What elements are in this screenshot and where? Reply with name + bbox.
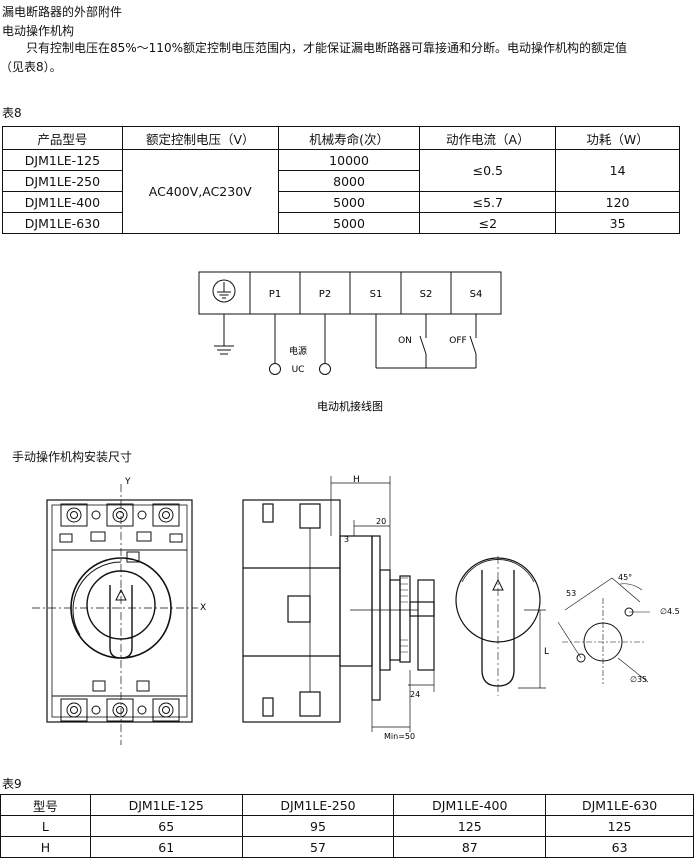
- terminal-circle: [269, 363, 281, 375]
- dim-53-label: 53: [566, 589, 576, 598]
- model-cell: DJM1LE-630: [2, 212, 123, 234]
- model-cell: DJM1LE-400: [2, 191, 123, 213]
- terminal-label: S1: [370, 289, 383, 300]
- terminal-circle: [319, 363, 331, 375]
- table8-header-cell: 额定控制电压（V）: [121, 126, 279, 150]
- table-row: H 61 57 87 63: [0, 836, 694, 858]
- dim-h-label: H: [353, 475, 360, 485]
- life-cell: 10000: [277, 149, 421, 171]
- table9-caption: 表9: [2, 777, 22, 791]
- model-cell: DJM1LE-125: [2, 149, 123, 171]
- hole-detail: [557, 577, 650, 684]
- table9-header-cell: DJM1LE-630: [545, 794, 694, 816]
- dim-20-label: 20: [376, 517, 386, 526]
- dim-min50-label: Min=50: [384, 732, 415, 741]
- uc-label: UC: [292, 365, 305, 375]
- table-cell: 95: [241, 815, 395, 837]
- off-switch-blade: [469, 335, 477, 355]
- table9-header-row: 型号 DJM1LE-125 DJM1LE-250 DJM1LE-400 DJM1…: [0, 794, 694, 816]
- dim-24-label: 24: [410, 690, 420, 699]
- table9-header-cell: DJM1LE-125: [89, 794, 243, 816]
- table-cell: 65: [89, 815, 243, 837]
- subsection-heading: 电动操作机构: [2, 24, 75, 38]
- table9-header-cell: DJM1LE-250: [241, 794, 395, 816]
- table-row: DJM1LE-630 5000 ≤2 35: [2, 212, 680, 234]
- current-cell: ≤0.5: [419, 149, 557, 192]
- table8-header-cell: 功耗（W）: [555, 126, 680, 150]
- section-heading: 漏电断路器的外部附件: [2, 5, 123, 19]
- power-cell: 35: [555, 212, 680, 234]
- life-cell: 8000: [277, 170, 421, 192]
- row-label: H: [0, 836, 91, 858]
- handle-view: [455, 556, 546, 696]
- installation-drawing: Y X H 20 3: [32, 475, 680, 745]
- front-view: [32, 484, 198, 745]
- paragraph-line-1: 只有控制电压在85%～110%额定控制电压范围内，才能保证漏电断路器可靠接通和分…: [26, 41, 627, 55]
- paragraph-line-2: （见表8）。: [0, 60, 62, 74]
- table8-header-cell: 动作电流（A）: [419, 126, 557, 150]
- y-axis-label: Y: [124, 477, 131, 487]
- table-row: DJM1LE-125 AC400V,AC230V 10000 ≤0.5 14: [2, 149, 680, 234]
- table8-header-row: 产品型号 额定控制电压（V） 机械寿命(次） 动作电流（A） 功耗（W）: [2, 126, 680, 150]
- dim-3-label: 3: [344, 535, 349, 544]
- power-cell: 14: [555, 149, 680, 192]
- table-cell: 63: [545, 836, 694, 858]
- dim-hole-label: ∅4.5: [660, 607, 680, 616]
- table8-header-cell: 产品型号: [2, 126, 123, 150]
- terminal-label: P2: [319, 289, 331, 300]
- power-cell: 120: [555, 191, 680, 213]
- table-row: DJM1LE-400 5000 ≤5.7 120: [2, 191, 680, 213]
- terminal-label: S4: [470, 289, 483, 300]
- table9-header-cell: DJM1LE-400: [393, 794, 547, 816]
- x-axis-label: X: [200, 603, 206, 613]
- table9: 型号 DJM1LE-125 DJM1LE-250 DJM1LE-400 DJM1…: [0, 794, 694, 858]
- ground-icon: [212, 279, 236, 355]
- on-label: ON: [398, 336, 412, 346]
- dim-l-label: L: [544, 647, 549, 657]
- table-cell: 87: [393, 836, 547, 858]
- off-label: OFF: [449, 336, 466, 346]
- table-cell: 57: [241, 836, 395, 858]
- terminal-label: P1: [269, 289, 281, 300]
- row-label: L: [0, 815, 91, 837]
- current-cell: ≤2: [419, 212, 557, 234]
- table8-header-cell: 机械寿命(次）: [277, 126, 421, 150]
- current-cell: ≤5.7: [419, 191, 557, 213]
- life-cell: 5000: [277, 212, 421, 234]
- table-cell: 61: [89, 836, 243, 858]
- manual-title: 手动操作机构安装尺寸: [12, 450, 133, 464]
- life-cell: 5000: [277, 191, 421, 213]
- model-cell: DJM1LE-250: [2, 170, 123, 192]
- side-view: [242, 476, 435, 732]
- table8: 产品型号 额定控制电压（V） 机械寿命(次） 动作电流（A） 功耗（W） DJM…: [2, 126, 680, 234]
- wiring-diagram: P1 P2 S1 S2 S4 电源 UC ON OFF 电动机接线图: [198, 271, 502, 413]
- table-cell: 125: [393, 815, 547, 837]
- table9-header-cell: 型号: [0, 794, 91, 816]
- voltage-cell: AC400V,AC230V: [121, 149, 279, 234]
- wiring-caption: 电动机接线图: [317, 399, 383, 413]
- dim-35-label: ∅35: [630, 675, 647, 684]
- table-cell: 125: [545, 815, 694, 837]
- terminal-label: S2: [420, 289, 433, 300]
- on-switch-blade: [419, 335, 427, 355]
- dim-45-label: 45°: [618, 573, 632, 582]
- table-row: L 65 95 125 125: [0, 815, 694, 837]
- power-label: 电源: [289, 345, 307, 357]
- table8-caption: 表8: [2, 106, 22, 120]
